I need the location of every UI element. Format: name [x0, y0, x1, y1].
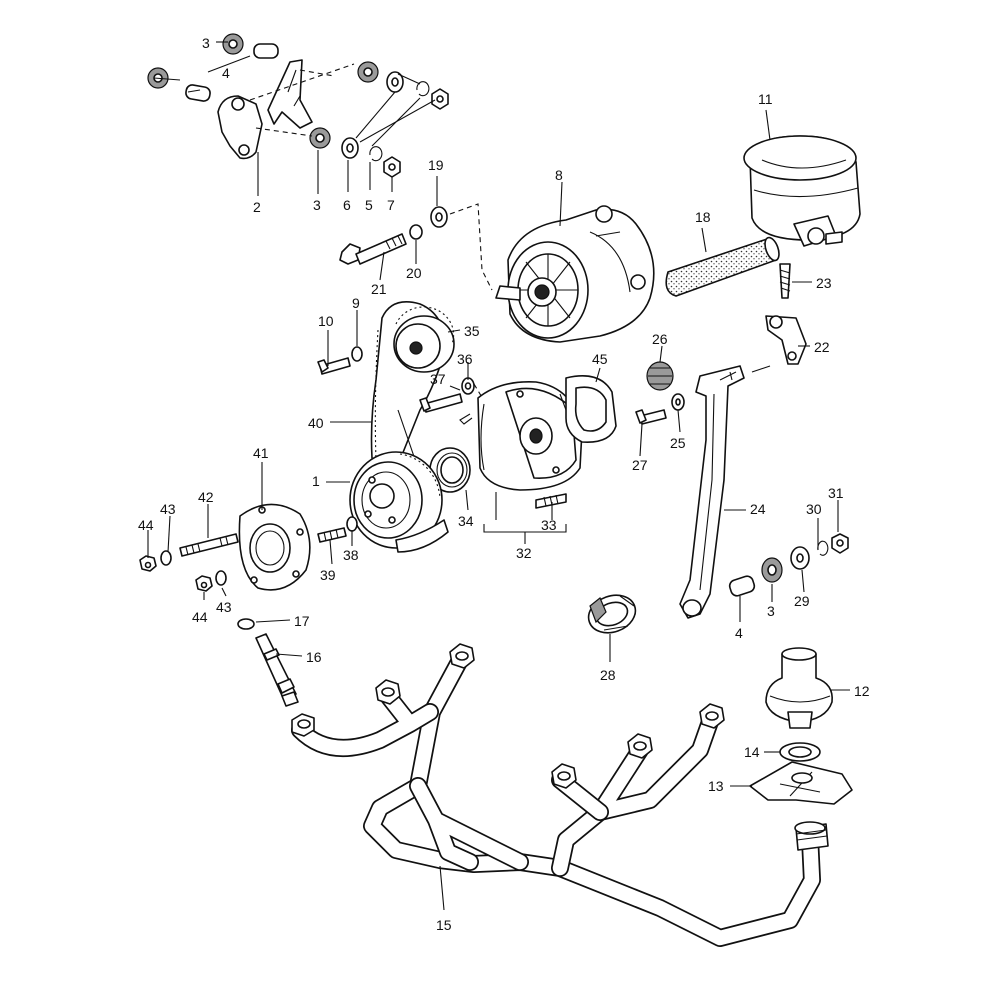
label-42: 42: [198, 489, 214, 505]
label-45: 45: [592, 351, 608, 367]
alternator-8: [495, 205, 655, 343]
label-2: 2: [253, 199, 261, 215]
lock-washer-5: [369, 146, 383, 162]
strut-24: [679, 365, 745, 619]
label-17: 17: [294, 613, 310, 629]
label-5: 5: [365, 197, 373, 213]
screw-23: [779, 263, 791, 299]
rubber-mount-26: [646, 361, 674, 391]
stud-42: [179, 533, 239, 557]
label-28: 28: [600, 667, 616, 683]
label-12: 12: [854, 683, 870, 699]
label-29: 29: [794, 593, 810, 609]
label-36: 36: [457, 351, 473, 367]
label-41: 41: [253, 445, 269, 461]
label-18: 18: [695, 209, 711, 225]
pipe-fitting: [627, 733, 653, 759]
label-30: 30: [806, 501, 822, 517]
label-34: 34: [458, 513, 474, 529]
lock-washer-30: [817, 540, 829, 556]
label-10: 10: [318, 313, 334, 329]
washer-43: [215, 570, 227, 586]
pipe-15: [291, 643, 829, 947]
label-40: 40: [308, 415, 324, 431]
rubber-mount-3: [761, 557, 783, 583]
valve-12: [765, 647, 833, 729]
label-37: 37: [430, 371, 446, 387]
label-3: 3: [202, 35, 210, 51]
o-ring-17: [237, 618, 255, 630]
label-39: 39: [320, 567, 336, 583]
label-31: 31: [828, 485, 844, 501]
label-3: 3: [767, 603, 775, 619]
label-27: 27: [632, 457, 648, 473]
label-26: 26: [652, 331, 668, 347]
bolt-37: [423, 393, 463, 413]
label-25: 25: [670, 435, 686, 451]
label-8: 8: [555, 167, 563, 183]
label-13: 13: [708, 778, 724, 794]
label-44: 44: [192, 609, 208, 625]
label-16: 16: [306, 649, 322, 665]
pipe-fitting: [291, 713, 315, 737]
hose-18: [665, 237, 779, 297]
cover-32: [459, 381, 583, 491]
washer-43: [160, 550, 172, 566]
rubber-mount-3: [357, 61, 379, 83]
label-4: 4: [222, 65, 230, 81]
pipe-fitting: [551, 763, 577, 789]
lock-washer-5: [416, 81, 430, 97]
label-23: 23: [816, 275, 832, 291]
label-3: 3: [313, 197, 321, 213]
bracket-22: [765, 315, 807, 365]
pipe-fitting: [699, 703, 725, 729]
hub-41: [238, 503, 311, 591]
sleeve-4: [253, 43, 279, 59]
label-22: 22: [814, 339, 830, 355]
sleeve-4: [185, 84, 211, 102]
label-14: 14: [744, 744, 760, 760]
label-1: 1: [312, 473, 320, 489]
washer-38: [346, 516, 358, 532]
bracket-assembly: [147, 33, 449, 178]
pipe-fitting: [794, 821, 829, 851]
label-43: 43: [216, 599, 232, 615]
bolt-21: [339, 233, 407, 265]
label-32: 32: [516, 545, 532, 561]
pipe-fitting: [449, 643, 475, 669]
label-6: 6: [343, 197, 351, 213]
label-35: 35: [464, 323, 480, 339]
air-filter-11: [743, 135, 861, 247]
pipe-fitting: [375, 679, 401, 705]
label-43: 43: [160, 501, 176, 517]
nipple-16: [255, 633, 299, 707]
label-7: 7: [387, 197, 395, 213]
label-38: 38: [343, 547, 359, 563]
sleeve-4: [728, 575, 756, 597]
label-11: 11: [758, 91, 773, 107]
washer-9: [351, 346, 363, 362]
label-20: 20: [406, 265, 422, 281]
bracket-2: [217, 95, 263, 160]
seal-34: [429, 447, 471, 493]
rubber-mount-3: [309, 127, 331, 149]
washer-20: [409, 224, 423, 240]
label-4: 4: [735, 625, 743, 641]
bracket-arm: [267, 59, 313, 129]
label-24: 24: [750, 501, 766, 517]
label-44: 44: [138, 517, 154, 533]
label-15: 15: [436, 917, 452, 933]
flange-13: [749, 761, 853, 805]
label-19: 19: [428, 157, 444, 173]
label-33: 33: [541, 517, 557, 533]
label-9: 9: [352, 295, 360, 311]
pulley-35: [393, 306, 455, 373]
crank-pulley-1: [349, 451, 449, 553]
label-21: 21: [371, 281, 387, 297]
rubber-mount-3: [222, 33, 244, 55]
hose-clamp-28: [587, 594, 637, 634]
leader-lines: [147, 41, 850, 911]
callout-labels: 3 4 2 3 6 5 7 19 8 11 18 20 21 23 9 10 3…: [138, 35, 870, 933]
